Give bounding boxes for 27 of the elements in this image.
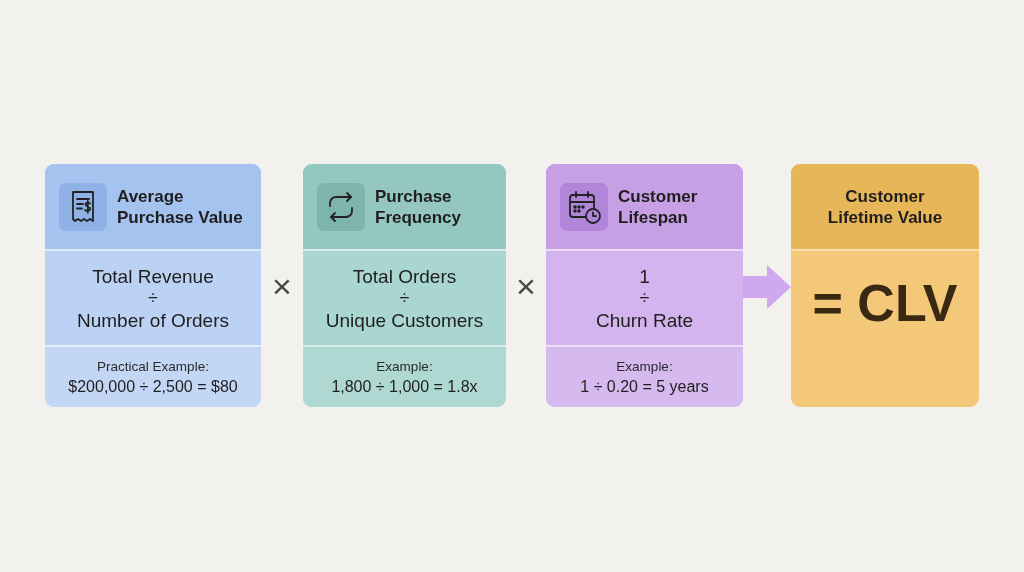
- division-sign: ÷: [639, 287, 650, 309]
- example-label: Example:: [376, 357, 433, 376]
- formula-text: 1: [639, 264, 650, 288]
- arrow: [743, 265, 791, 309]
- card-heading: Customer Lifespan: [618, 185, 699, 228]
- example-calculation: 1,800 ÷ 1,000 = 1.8x: [331, 376, 478, 397]
- formula-text: Number of Orders: [76, 308, 229, 332]
- example-calculation: 1 ÷ 0.20 = 5 years: [580, 376, 709, 397]
- metric-card: [546, 164, 743, 407]
- result-card: [791, 164, 979, 407]
- division-sign: ÷: [148, 287, 158, 309]
- example-calculation: $200,000 ÷ 2,500 = $80: [68, 376, 238, 397]
- formula-text: Total Revenue: [92, 264, 214, 288]
- result-formula: = CLV: [812, 273, 958, 333]
- formula-text: Total Orders: [352, 264, 457, 288]
- formula-text: Churn Rate: [595, 308, 694, 332]
- card-heading: Average Purchase Value: [117, 185, 244, 228]
- metric-card: [303, 164, 506, 407]
- formula-text: Unique Customers: [325, 308, 484, 332]
- division-sign: ÷: [399, 287, 410, 309]
- multiply-sign: ×: [272, 269, 292, 303]
- card-heading: Purchase Frequency: [375, 185, 462, 228]
- example-label: Example:: [616, 357, 673, 376]
- metric-card: [45, 164, 261, 407]
- multiply-sign: ×: [516, 269, 536, 303]
- example-label: Practical Example:: [97, 357, 209, 376]
- card-heading: Customer Lifetime Value: [827, 185, 943, 228]
